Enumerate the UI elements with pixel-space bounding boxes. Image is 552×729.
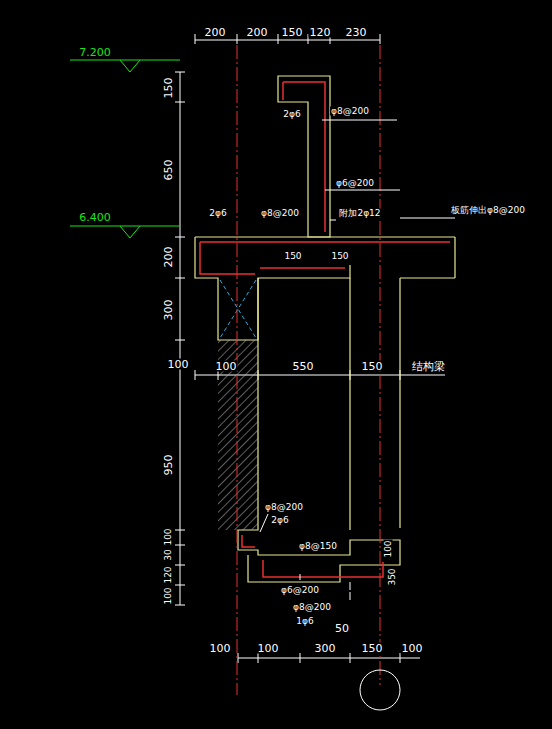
- annotation: 150: [330, 252, 349, 261]
- annotation: 2φ6: [282, 110, 301, 119]
- annotation: 150: [361, 643, 384, 654]
- elevation-mark: 6.400: [78, 212, 112, 223]
- annotation: 附加2φ12: [338, 209, 381, 218]
- elevation-mark: 7.200: [78, 47, 112, 58]
- annotation: φ6@200: [335, 179, 375, 188]
- vertical-dimension: 150: [163, 77, 174, 100]
- annotation: 100: [257, 643, 280, 654]
- annotation: 2φ6: [270, 516, 289, 525]
- annotation: 100: [401, 643, 424, 654]
- vertical-dimension: 200: [163, 246, 174, 269]
- annotation: 板筋伸出φ8@200: [450, 206, 526, 215]
- vertical-dimension: 100: [164, 586, 173, 605]
- annotation: 200: [204, 27, 227, 38]
- vertical-dimension: 950: [163, 454, 174, 477]
- annotation: φ8@200: [264, 503, 304, 512]
- annotation: 230: [345, 27, 368, 38]
- annotation: φ8@200: [292, 603, 332, 612]
- vertical-dimension: 650: [163, 159, 174, 182]
- annotation: 50: [334, 623, 350, 634]
- annotation: 150: [361, 361, 384, 372]
- vertical-dimension: 350: [388, 567, 397, 586]
- vertical-dimension: 100: [384, 539, 393, 558]
- annotation: 150: [281, 27, 304, 38]
- annotation: 300: [314, 643, 337, 654]
- annotation: 550: [292, 361, 315, 372]
- annotation: φ8@200: [260, 209, 300, 218]
- annotation: 2φ6: [208, 209, 227, 218]
- vertical-dimension: 120: [164, 565, 173, 584]
- annotation: 100: [215, 361, 238, 372]
- annotation: φ6@200: [280, 586, 320, 595]
- annotation: 1φ6: [295, 617, 314, 626]
- vertical-dimension: 30: [164, 548, 173, 561]
- annotation: 结构梁: [411, 361, 446, 372]
- annotation: 150: [283, 252, 302, 261]
- annotation: φ8@200: [330, 107, 370, 116]
- annotation: 200: [246, 27, 269, 38]
- vertical-dimension: 100: [164, 527, 173, 546]
- annotation: 120: [309, 27, 332, 38]
- annotation: 100: [167, 359, 190, 370]
- vertical-dimension: 300: [163, 299, 174, 322]
- annotation: φ8@150: [298, 542, 338, 551]
- annotation: 100: [209, 643, 232, 654]
